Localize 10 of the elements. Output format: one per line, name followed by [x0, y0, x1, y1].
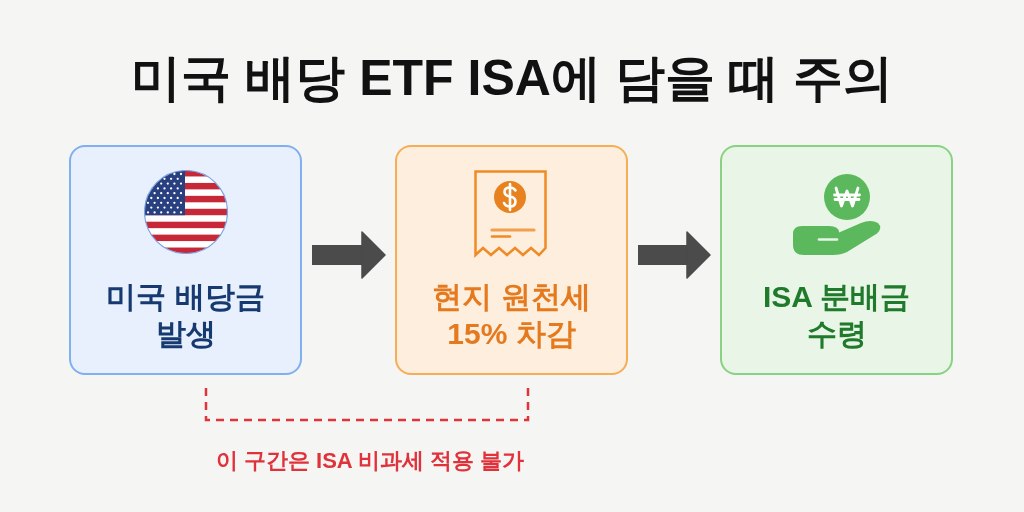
- step-card: [69, 145, 302, 375]
- arrow: [638, 231, 711, 279]
- arrow: [312, 231, 386, 279]
- warning-note: 이 구간은 ISA 비과세 적용 불가: [215, 448, 525, 474]
- step-card: [720, 145, 953, 375]
- title: 미국 배당 ETF ISA에 담을 때 주의: [131, 50, 893, 106]
- step-label: 현지 원천세 15% 차감: [431, 279, 592, 352]
- step-label: ISA 분배금 수령: [762, 279, 911, 352]
- step-card: [395, 145, 628, 375]
- step-label: 미국 배당금 발생: [105, 279, 266, 352]
